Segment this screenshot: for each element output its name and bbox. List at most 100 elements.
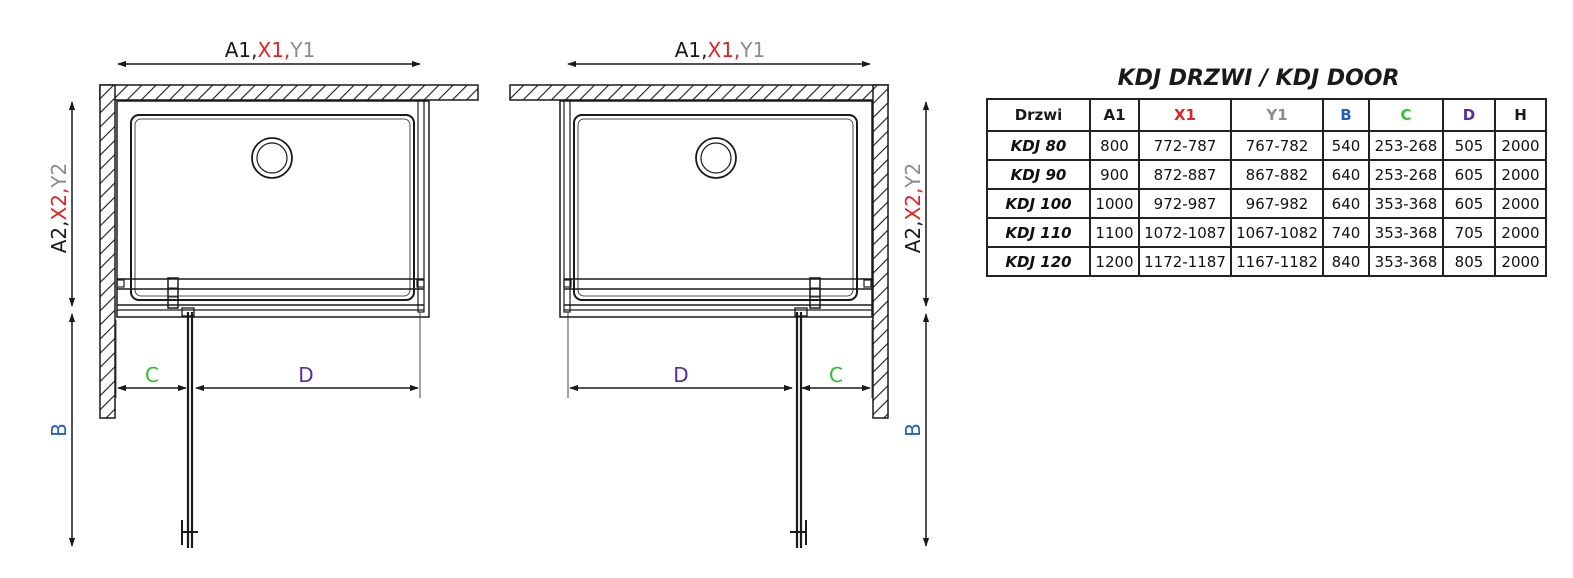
label-x2: X2,	[901, 188, 925, 221]
cell-d: 605	[1442, 188, 1496, 219]
cell-x1: 772-787	[1138, 130, 1232, 161]
table-row: KDJ 110 1100 1072-1087 1067-1082 740 353…	[986, 217, 1547, 248]
col-header-b: B	[1322, 98, 1370, 132]
left-b-label: B	[47, 423, 71, 437]
table-row: KDJ 90 900 872-887 867-882 640 253-268 6…	[986, 159, 1547, 190]
tray-inner-line	[577, 118, 854, 297]
cell-c: 253-268	[1368, 130, 1444, 161]
cell-x1: 1072-1087	[1138, 217, 1232, 248]
col-header-drzwi: Drzwi	[986, 98, 1091, 132]
cell-h: 2000	[1494, 217, 1547, 248]
right-top-label: A1,X1,Y1	[675, 38, 766, 62]
right-dimensions	[567, 60, 930, 547]
cell-b: 640	[1322, 159, 1370, 190]
cell-h: 2000	[1494, 246, 1547, 277]
cell-model: KDJ 100	[986, 188, 1091, 219]
col-header-c: C	[1368, 98, 1444, 132]
col-header-a1: A1	[1089, 98, 1140, 132]
door-hinge	[167, 277, 179, 309]
label-y1: Y1	[739, 38, 765, 62]
cell-y1: 1167-1182	[1230, 246, 1324, 277]
cell-d: 505	[1442, 130, 1496, 161]
col-header-h: H	[1494, 98, 1547, 132]
label-y2: Y2	[47, 163, 71, 189]
label-y2: Y2	[901, 163, 925, 189]
right-b-label: B	[901, 423, 925, 437]
col-header-y1: Y1	[1230, 98, 1324, 132]
cell-d: 705	[1442, 217, 1496, 248]
cell-h: 2000	[1494, 188, 1547, 219]
col-header-x1: X1	[1138, 98, 1232, 132]
cell-a1: 900	[1089, 159, 1140, 190]
cell-model: KDJ 120	[986, 246, 1091, 277]
wall-side	[872, 84, 889, 419]
right-c-label: C	[829, 363, 843, 387]
right-variant	[509, 84, 889, 548]
drain	[695, 137, 737, 179]
tray-inner-line	[134, 118, 411, 297]
label-x2: X2,	[47, 188, 71, 221]
cell-a1: 1200	[1089, 246, 1140, 277]
label-a2: A2,	[47, 220, 71, 253]
cell-y1: 767-782	[1230, 130, 1324, 161]
spec-table-title: KDJ DRZWI / KDJ DOOR	[1117, 66, 1400, 91]
right-d-label: D	[673, 363, 688, 387]
tray-inner	[573, 114, 858, 301]
wall-top	[99, 84, 479, 101]
cell-c: 353-368	[1368, 246, 1444, 277]
drain-inner	[700, 142, 732, 174]
table-header-row: Drzwi A1 X1 Y1 B C D H	[986, 98, 1547, 132]
cell-b: 540	[1322, 130, 1370, 161]
cell-y1: 967-982	[1230, 188, 1324, 219]
col-header-d: D	[1442, 98, 1496, 132]
cell-c: 353-368	[1368, 217, 1444, 248]
cell-model: KDJ 90	[986, 159, 1091, 190]
cell-b: 840	[1322, 246, 1370, 277]
label-x1: X1,	[258, 38, 291, 62]
table-row: KDJ 80 800 772-787 767-782 540 253-268 5…	[986, 130, 1547, 161]
shower-tray	[116, 100, 430, 318]
label-a1: A1,	[225, 38, 258, 62]
left-dimensions	[68, 60, 421, 547]
shower-tray	[559, 100, 873, 318]
wall-side	[99, 84, 116, 419]
fixed-glass-panel	[563, 99, 571, 313]
cell-c: 253-268	[1368, 159, 1444, 190]
label-a2: A2,	[901, 220, 925, 253]
drain	[251, 137, 293, 179]
table-row: KDJ 100 1000 972-987 967-982 640 353-368…	[986, 188, 1547, 219]
drain-inner	[256, 142, 288, 174]
cell-x1: 1172-1187	[1138, 246, 1232, 277]
cell-y1: 1067-1082	[1230, 217, 1324, 248]
cell-d: 605	[1442, 159, 1496, 190]
table-row: KDJ 120 1200 1172-1187 1167-1182 840 353…	[986, 246, 1547, 277]
left-d-label: D	[298, 363, 313, 387]
cell-d: 805	[1442, 246, 1496, 277]
cell-a1: 800	[1089, 130, 1140, 161]
cell-y1: 867-882	[1230, 159, 1324, 190]
right-side-label: A2,X2,Y2	[901, 163, 925, 254]
cell-x1: 972-987	[1138, 188, 1232, 219]
tray-inner	[130, 114, 415, 301]
cell-a1: 1100	[1089, 217, 1140, 248]
left-variant	[99, 84, 479, 548]
left-side-label: A2,X2,Y2	[47, 163, 71, 254]
label-a1: A1,	[675, 38, 708, 62]
cell-h: 2000	[1494, 159, 1547, 190]
cell-h: 2000	[1494, 130, 1547, 161]
left-top-label: A1,X1,Y1	[225, 38, 316, 62]
cell-b: 740	[1322, 217, 1370, 248]
shower-diagram: A1,X1,Y1 A2,X2,Y2 B C D	[47, 38, 930, 548]
cell-c: 353-368	[1368, 188, 1444, 219]
cell-b: 640	[1322, 188, 1370, 219]
cell-model: KDJ 110	[986, 217, 1091, 248]
label-x1: X1,	[708, 38, 741, 62]
door-hinge	[809, 277, 821, 309]
cell-a1: 1000	[1089, 188, 1140, 219]
fixed-glass-panel	[417, 99, 425, 313]
cell-model: KDJ 80	[986, 130, 1091, 161]
label-y1: Y1	[289, 38, 315, 62]
spec-table: Drzwi A1 X1 Y1 B C D H KDJ 80 800 772-78…	[986, 98, 1547, 277]
left-c-label: C	[145, 363, 159, 387]
wall-top	[509, 84, 889, 101]
